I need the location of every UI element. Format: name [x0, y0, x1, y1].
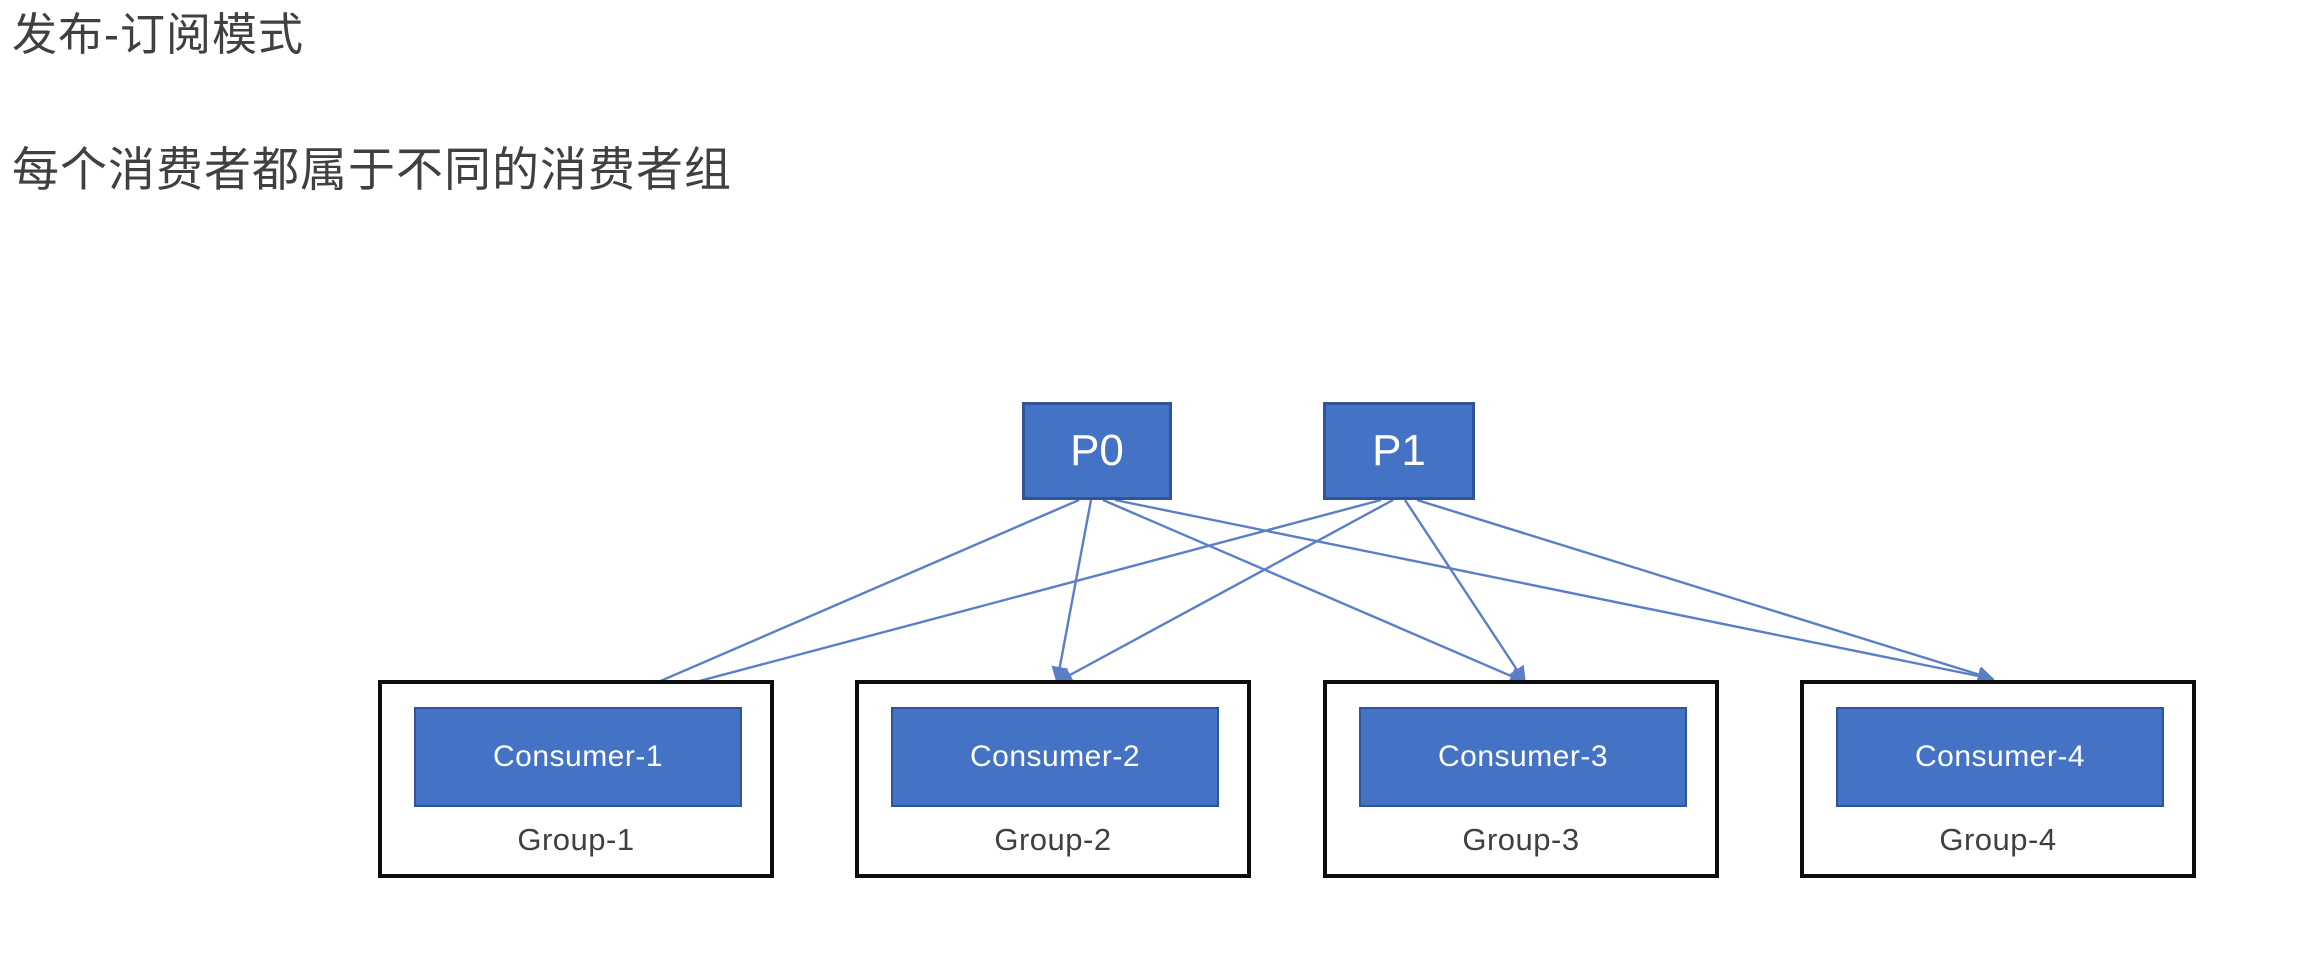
- consumer-group-2[interactable]: Consumer-2 Group-2: [855, 680, 1251, 878]
- connector-p1-to-group-3: [1403, 499, 1527, 684]
- consumer-label: Consumer-1: [492, 740, 664, 773]
- group-label-1: Group-1: [517, 822, 635, 857]
- consumer-label: Consumer-2: [969, 740, 1141, 773]
- connector-p0-to-group-3: [1102, 498, 1527, 684]
- connector-p0-to-group-1: [596, 498, 1080, 710]
- consumer-box-4[interactable]: Consumer-4: [1836, 707, 2164, 807]
- consumer-group-1[interactable]: Consumer-1 Group-1: [378, 680, 774, 878]
- producer-box-p1[interactable]: P1: [1323, 402, 1475, 500]
- consumer-label: Consumer-3: [1437, 740, 1609, 773]
- page-title: 发布-订阅模式: [12, 9, 304, 60]
- consumer-group-3[interactable]: Consumer-3 Group-3: [1323, 680, 1719, 878]
- page-subtitle: 每个消费者都属于不同的消费者组: [12, 143, 732, 196]
- consumer-box-2[interactable]: Consumer-2: [891, 707, 1219, 807]
- connector-p0-to-group-2: [1051, 499, 1093, 684]
- consumer-label: Consumer-4: [1914, 740, 2086, 773]
- group-label-2: Group-2: [994, 822, 1112, 857]
- group-label-4: Group-4: [1939, 822, 2057, 857]
- producer-label: P1: [1372, 426, 1426, 475]
- producer-label: P0: [1070, 426, 1124, 475]
- connector-p1-to-group-4: [1416, 498, 1995, 683]
- connector-p0-to-group-4: [1114, 498, 1995, 685]
- connector-p1-to-group-2: [1055, 498, 1394, 684]
- group-label-3: Group-3: [1462, 822, 1580, 857]
- consumer-box-1[interactable]: Consumer-1: [414, 707, 742, 807]
- connector-p1-to-group-1: [596, 498, 1382, 713]
- consumer-box-3[interactable]: Consumer-3: [1359, 707, 1687, 807]
- consumer-group-4[interactable]: Consumer-4 Group-4: [1800, 680, 2196, 878]
- producer-box-p0[interactable]: P0: [1022, 402, 1172, 500]
